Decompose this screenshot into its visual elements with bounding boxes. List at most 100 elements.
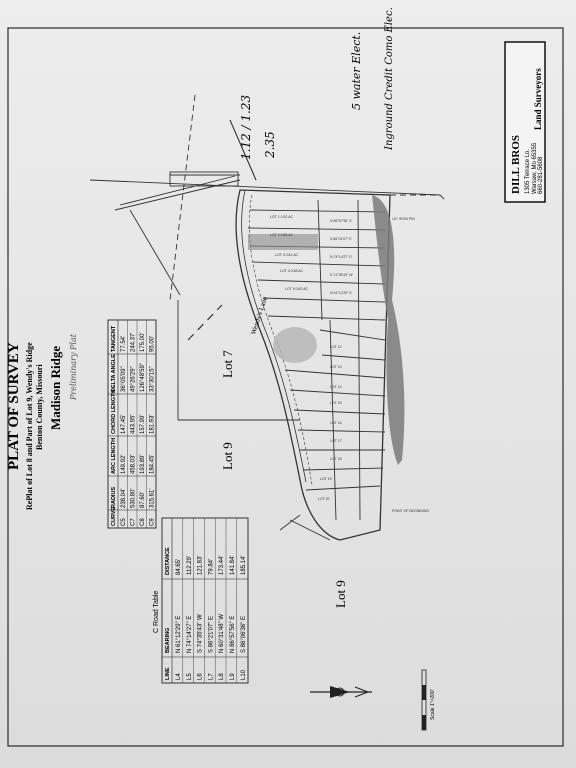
road-cell: L5 xyxy=(187,673,193,680)
svg-text:S 86°21'07" E: S 86°21'07" E xyxy=(330,237,352,241)
svg-text:LOT 5 0.60 AC: LOT 5 0.60 AC xyxy=(285,287,309,291)
company-name: DILL BROS xyxy=(510,135,522,194)
lot-9-label-left: Lot 9 xyxy=(220,442,235,470)
curve-cell: 443.95' xyxy=(131,415,137,435)
hand-fraction-top: 1.12 / 1.23 xyxy=(239,95,253,160)
curve-cell: 238.04' xyxy=(121,489,127,509)
road-cell: 141.84' xyxy=(230,556,236,576)
company-address: 1305 Terrace Lo. xyxy=(525,149,531,194)
curve-cell: 95.00' xyxy=(150,336,156,352)
road-cell: L6 xyxy=(198,673,204,680)
svg-text:1/2" IRON PIN: 1/2" IRON PIN xyxy=(392,217,415,221)
svg-text:LOT 1 0.52 AC: LOT 1 0.52 AC xyxy=(270,215,294,219)
road-cell: 79.84' xyxy=(208,559,214,575)
lot-9-label-bottom: Lot 9 xyxy=(333,580,348,608)
curve-cell: C5 xyxy=(121,518,127,526)
road-table: C Road Table LINE BEARING DISTANCE L4 N … xyxy=(153,517,249,684)
company-stamp: DILL BROS 1305 Terrace Lo. Warsaw, Mo 65… xyxy=(504,41,546,203)
curve-cell: 157.99' xyxy=(140,415,146,435)
subdivision-name: Madison Ridge xyxy=(48,346,63,430)
svg-text:N 86°57'56" E: N 86°57'56" E xyxy=(330,219,352,223)
svg-text:LOT 16: LOT 16 xyxy=(330,421,342,425)
road-cell: S 86°06'36" E xyxy=(241,616,247,653)
curve-cell: 315.61' xyxy=(150,489,156,509)
scale-label: Scale 1"=200' xyxy=(430,689,436,720)
road-cell: N 74°14'27" E xyxy=(187,616,193,653)
handwritten-note-2: Inground Credit Como Elec. xyxy=(384,7,395,151)
road-h-bearing: BEARING xyxy=(165,628,171,653)
road-h-line: LINE xyxy=(165,667,171,680)
shaded-lot xyxy=(248,234,318,250)
plat-subtitle: RePlat of Lot 8 and Part of Lot 9, Wendy… xyxy=(25,342,34,510)
road-cell: 185.14' xyxy=(241,556,247,576)
road-cell: L9 xyxy=(230,673,236,680)
svg-text:LOT 17: LOT 17 xyxy=(330,439,342,443)
curve-cell: 36°05'09" xyxy=(121,366,127,392)
road-cell: S 86°21'07" E xyxy=(208,616,214,653)
road-cell: 84.65' xyxy=(176,559,182,575)
curve-cell: 244.37' xyxy=(131,333,137,353)
curve-h-curve: CURVE xyxy=(111,507,117,526)
svg-text:LOT 3 0.61 AC: LOT 3 0.61 AC xyxy=(275,253,299,257)
scale-bar: Scale 1"=200' xyxy=(421,669,436,731)
road-table-title: C Road Table xyxy=(153,591,160,633)
road-cell: L8 xyxy=(219,673,225,680)
north-arrow-icon xyxy=(310,686,372,698)
curve-cell: 87.60' xyxy=(140,492,146,508)
company-city: Warsaw, Mo 65355 xyxy=(532,142,538,194)
svg-text:LOT 15: LOT 15 xyxy=(330,401,342,405)
road-cell: L4 xyxy=(176,673,182,680)
svg-text:LOT 14: LOT 14 xyxy=(330,385,342,389)
curve-cell: C7 xyxy=(131,518,137,526)
water-shading xyxy=(372,195,405,465)
road-cell: L7 xyxy=(208,673,214,680)
county: Benton County, Missouri xyxy=(35,364,44,450)
curve-h-delta: DELTA ANGLE xyxy=(111,354,117,392)
svg-text:S 74°35'43" W: S 74°35'43" W xyxy=(330,273,353,277)
svg-text:N 74°14'27" E: N 74°14'27" E xyxy=(330,255,352,259)
road-cell: 112.29' xyxy=(187,556,193,575)
road-cell: 173.44' xyxy=(219,556,225,576)
curve-cell: 458.03' xyxy=(131,455,137,475)
curve-cell: 193.89' xyxy=(140,455,146,475)
road-h-distance: DISTANCE xyxy=(165,547,171,575)
svg-text:LOT 18: LOT 18 xyxy=(330,457,342,461)
curve-table: CURVE RADIUS ARC LENGTH CHORD LENGTH DEL… xyxy=(107,319,157,529)
curve-cell: 33°30'15" xyxy=(150,366,156,392)
hand-note-credit: Inground Credit Como Elec. xyxy=(384,7,395,151)
curve-cell: 184.45' xyxy=(150,455,156,475)
curve-cell: 126°48'59" xyxy=(140,363,146,392)
svg-text:LOT 20: LOT 20 xyxy=(318,497,330,501)
title-block: PLAT OF SURVEY RePlat of Lot 8 and Part … xyxy=(6,333,78,510)
company-tag: Land Surveyors xyxy=(533,68,543,130)
road-cell: N 86°57'56" E xyxy=(230,616,236,653)
svg-text:LOT 2 0.55 AC: LOT 2 0.55 AC xyxy=(270,233,294,237)
svg-text:LOT 4 0.58 AC: LOT 4 0.58 AC xyxy=(280,269,304,273)
curve-cell: 181.93' xyxy=(150,415,156,435)
road-cell: S 74°35'43" W xyxy=(198,614,204,653)
preliminary-note: Preliminary Plat xyxy=(69,333,78,401)
curve-cell: 175.00' xyxy=(140,333,146,353)
mottled-area xyxy=(273,327,317,363)
handwritten-fraction: 1.12 / 1.23 2.35 xyxy=(229,95,277,181)
curve-cell: C9 xyxy=(150,518,156,526)
svg-text:N 61°12'29" E: N 61°12'29" E xyxy=(330,291,352,295)
curve-cell: 149.92' xyxy=(121,455,127,475)
road-centerline xyxy=(187,304,223,341)
plat-title: PLAT OF SURVEY xyxy=(6,342,22,470)
road-cell: N 61°12'29" E xyxy=(176,616,182,653)
curve-cell: C8 xyxy=(140,518,146,526)
curve-h-tangent: TANGENT xyxy=(111,325,117,352)
curve-h-arc: ARC LENGTH xyxy=(111,438,117,474)
svg-text:LOT 12: LOT 12 xyxy=(330,345,342,349)
svg-text:LOT 13: LOT 13 xyxy=(330,365,342,369)
svg-text:LOT 19: LOT 19 xyxy=(320,477,332,481)
company-phone: 660-281-5608 xyxy=(538,156,544,194)
road-cell: 121.83' xyxy=(198,556,204,576)
hand-note-water: 5 water Elect. xyxy=(350,32,363,110)
outer-border xyxy=(7,27,564,747)
lot-7-label: Lot 7 xyxy=(220,350,235,378)
